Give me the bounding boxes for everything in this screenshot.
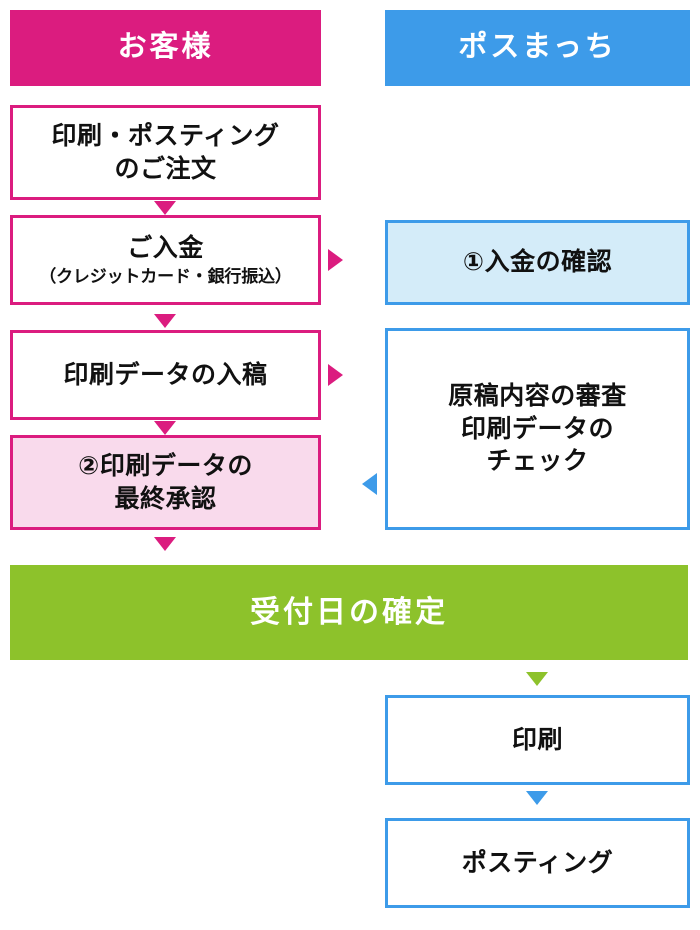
node-content-review-line2: 印刷データの xyxy=(460,414,614,443)
node-reception-date-confirmed: 受付日の確定 xyxy=(10,565,688,660)
column-header-customer-label: お客様 xyxy=(117,31,214,64)
arrow-down-icon-upload-to-approve xyxy=(154,421,176,435)
arrow-down-icon-order-to-payment xyxy=(154,201,176,215)
arrow-left-icon-review-to-approve xyxy=(362,473,377,495)
arrow-down-icon-print-to-posting xyxy=(526,791,548,805)
node-printing: 印刷 xyxy=(385,695,690,785)
node-posting: ポスティング xyxy=(385,818,690,908)
node-content-review-line1: 原稿内容の審査 xyxy=(448,382,627,411)
node-upload: 印刷データの入稿 xyxy=(10,330,321,420)
node-reception-date-confirmed-label: 受付日の確定 xyxy=(250,596,448,629)
arrow-right-icon-payment-to-confirm xyxy=(328,249,343,271)
node-content-review: 原稿内容の審査 印刷データの チェック xyxy=(385,328,690,530)
node-payment-note: （クレジットカード・銀行振込） xyxy=(39,267,292,287)
arrow-down-icon-payment-to-upload xyxy=(154,314,176,328)
column-header-company: ポスまっち xyxy=(385,10,690,86)
node-printing-line1: 印刷 xyxy=(511,725,563,754)
arrow-right-icon-upload-to-review xyxy=(328,364,343,386)
node-payment-line1: ご入金 xyxy=(127,233,204,262)
node-payment: ご入金 （クレジットカード・銀行振込） xyxy=(10,215,321,305)
node-upload-line1: 印刷データの入稿 xyxy=(63,360,268,389)
node-order-line1: 印刷・ポスティング xyxy=(51,122,280,150)
node-posting-line1: ポスティング xyxy=(461,848,614,877)
column-header-customer: お客様 xyxy=(10,10,321,86)
node-final-approval: ②印刷データの 最終承認 xyxy=(10,435,321,530)
node-order: 印刷・ポスティング のご注文 xyxy=(10,105,321,200)
node-final-approval-line1: ②印刷データの xyxy=(78,452,253,480)
node-order-line2: のご注文 xyxy=(114,154,217,183)
node-content-review-line3: チェック xyxy=(486,447,589,476)
node-final-approval-line2: 最終承認 xyxy=(114,484,217,513)
arrow-down-icon-band-to-print xyxy=(526,672,548,686)
node-payment-confirmation: ①入金の確認 xyxy=(385,220,690,305)
arrow-down-icon-approve-to-band xyxy=(154,537,176,551)
column-header-company-label: ポスまっち xyxy=(458,31,617,64)
node-payment-confirmation-line1: ①入金の確認 xyxy=(462,248,613,277)
